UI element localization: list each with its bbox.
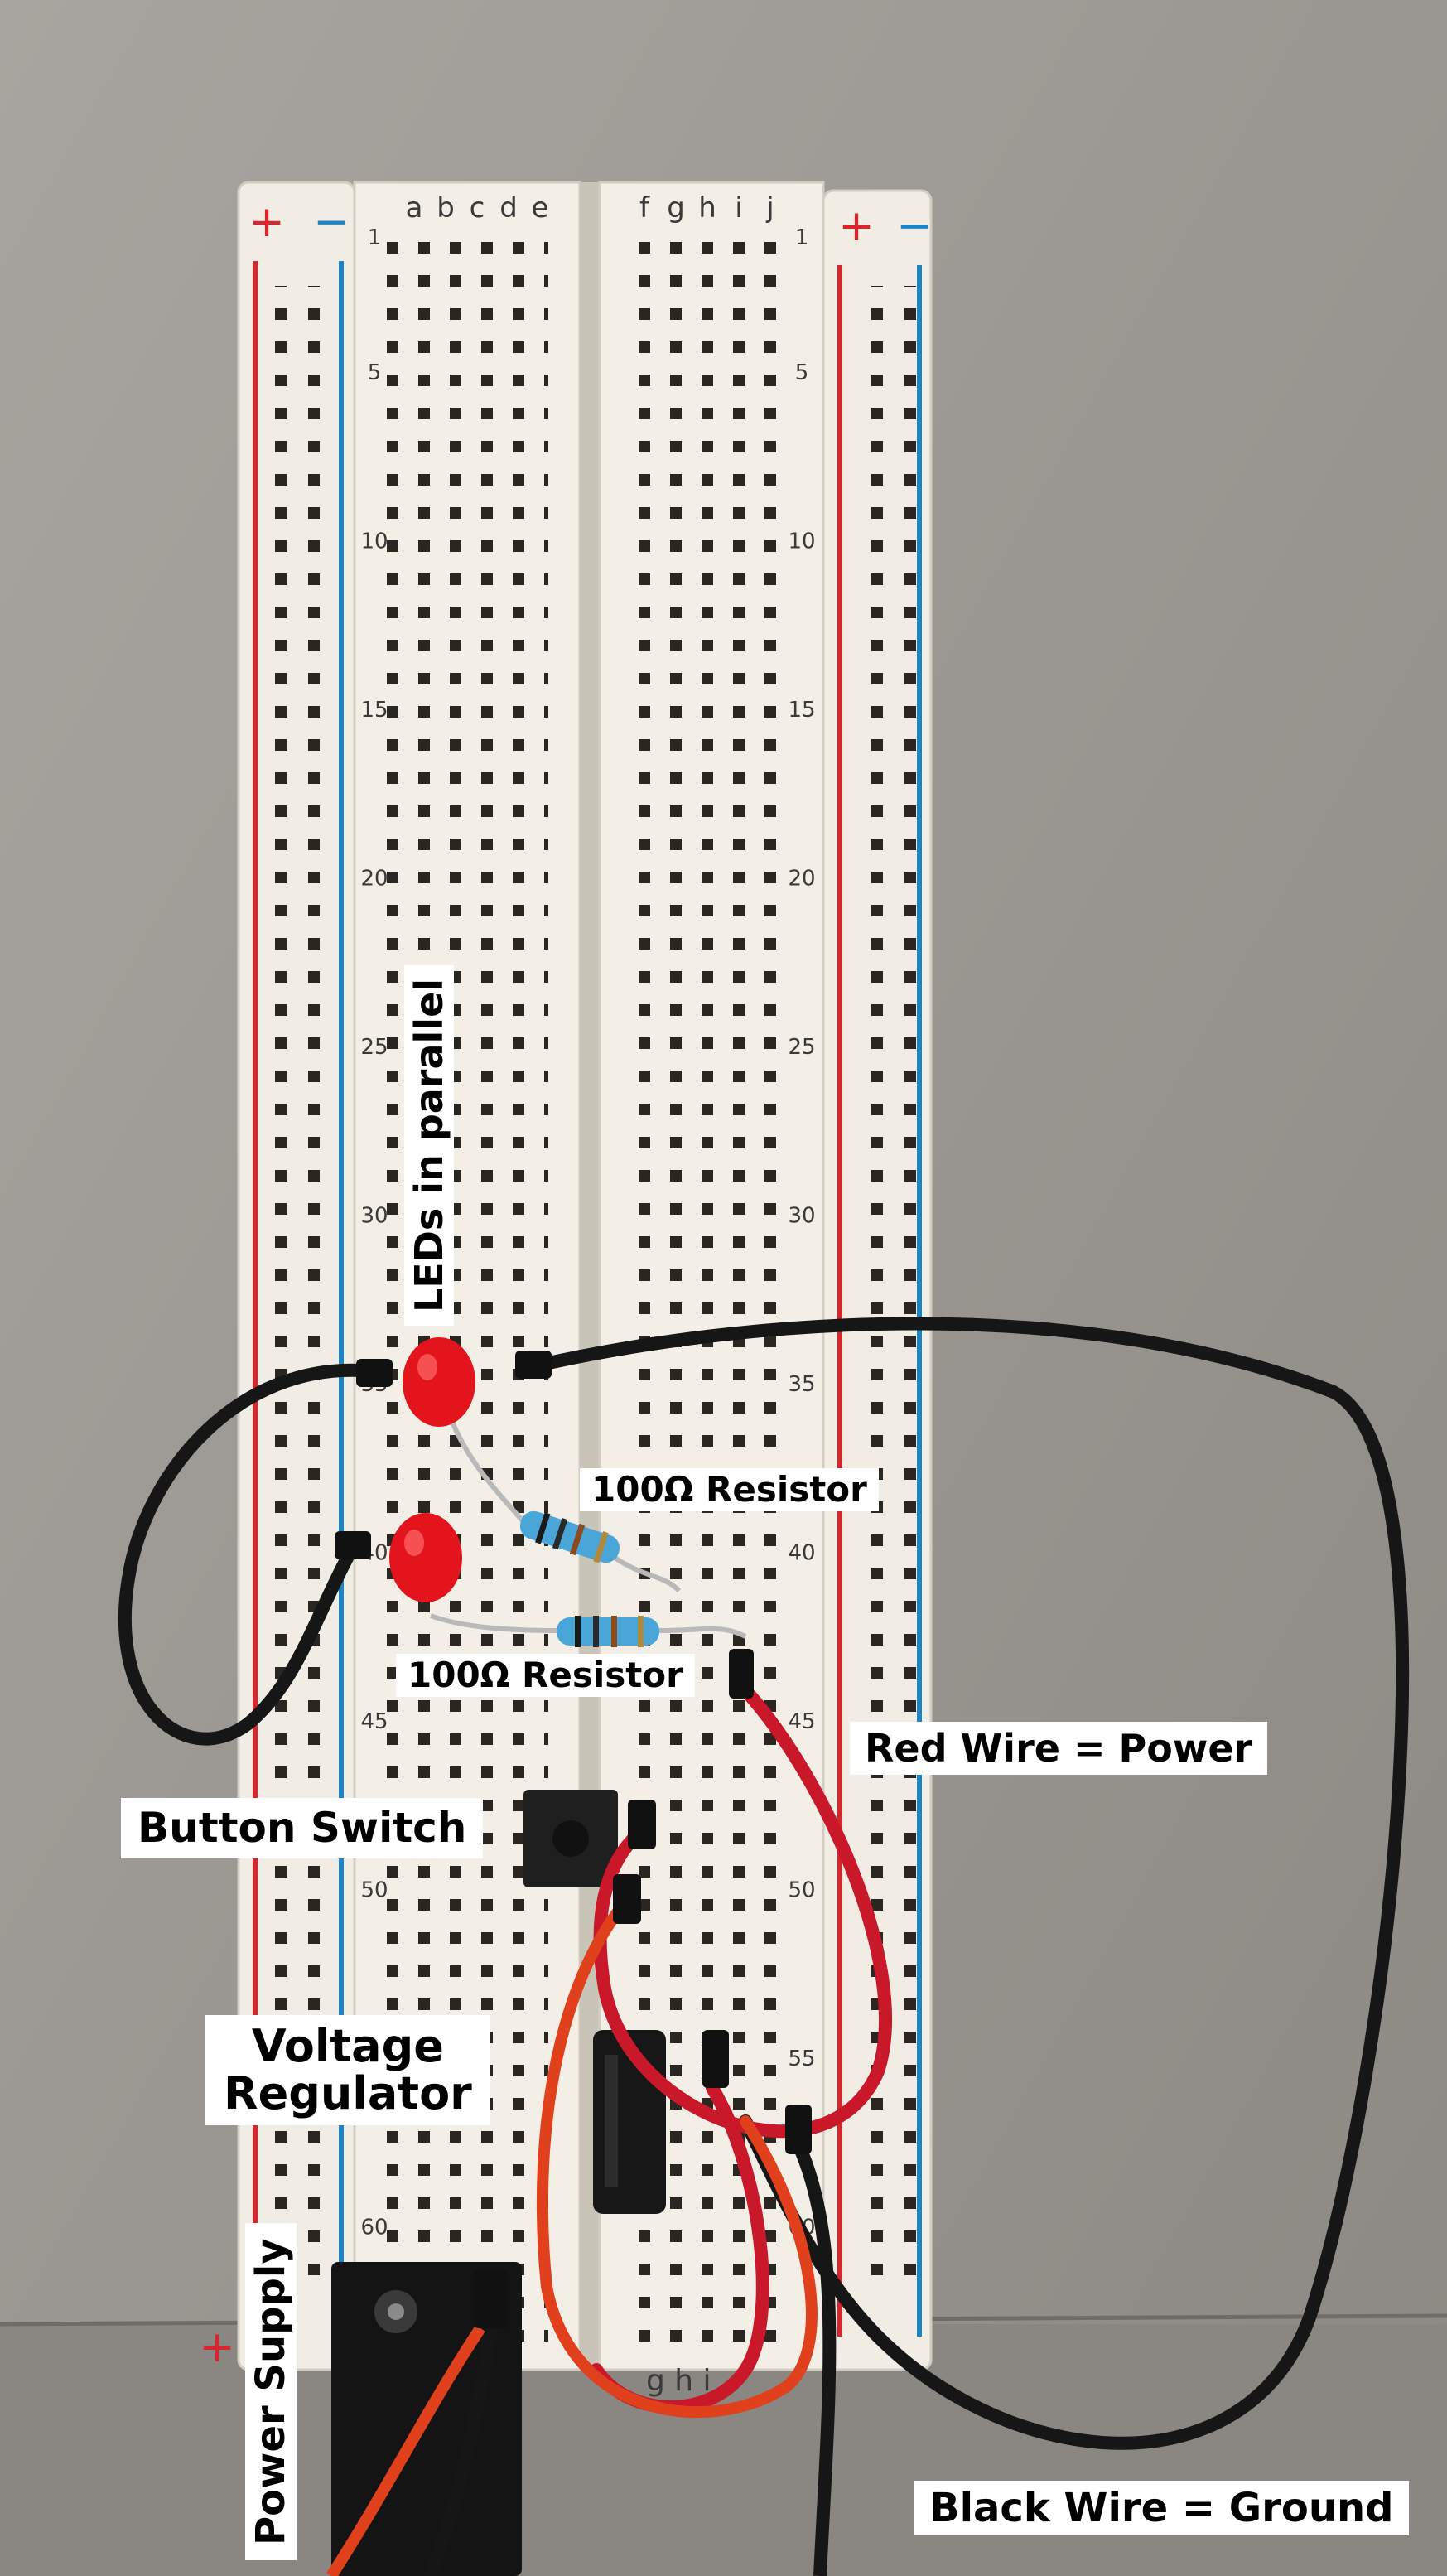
column-letter: d: [499, 191, 518, 225]
label-voltage-regulator-line1: Voltage: [251, 2020, 444, 2072]
left-plus-marker: +: [248, 197, 285, 247]
column-letter: g: [667, 191, 685, 225]
row-number: 50: [788, 1878, 815, 1902]
row-number: 1: [795, 225, 809, 250]
led-bottom: [389, 1513, 462, 1602]
bottom-plus-marker: +: [199, 2322, 235, 2372]
black-wire-supply: [424, 2285, 504, 2576]
resistor-top: [445, 1408, 682, 1593]
column-letter: i: [735, 191, 742, 225]
label-black-wire-ground: Black Wire = Ground: [914, 2481, 1409, 2536]
row-number: 40: [788, 1540, 815, 1565]
label-red-wire-power: Red Wire = Power: [850, 1722, 1268, 1776]
row-number: 30: [788, 1203, 815, 1228]
label-resistor-bottom: 100Ω Resistor: [396, 1654, 695, 1698]
row-number: 20: [360, 866, 388, 891]
row-number: 25: [360, 1035, 388, 1060]
label-leds-in-parallel: LEDs in parallel: [404, 964, 455, 1326]
row-number: 1: [368, 225, 382, 250]
row-number: 60: [360, 2215, 388, 2240]
row-number: 45: [360, 1709, 388, 1734]
right-tie-holes: [629, 222, 795, 2343]
black-wire-regulator: [789, 2134, 837, 2576]
column-letter: j: [765, 191, 774, 225]
row-number: 15: [788, 698, 815, 723]
row-number: 5: [795, 360, 809, 385]
black-wire-left-loop: [118, 1363, 379, 1746]
bottom-letters: g h i: [646, 2364, 711, 2398]
row-number: 50: [360, 1878, 388, 1902]
column-letter: e: [532, 191, 549, 225]
orange-wire: [536, 1892, 818, 2419]
row-number: 15: [360, 698, 388, 723]
row-number: 45: [788, 1709, 815, 1734]
button-switch: [523, 1790, 618, 1887]
column-letter: f: [639, 191, 650, 225]
label-resistor-top: 100Ω Resistor: [580, 1468, 879, 1512]
center-channel: [580, 182, 600, 2370]
label-voltage-regulator: Voltage Regulator: [205, 2015, 490, 2126]
column-letter: c: [470, 191, 485, 225]
label-button-switch: Button Switch: [121, 1798, 484, 1858]
column-letter: h: [698, 191, 716, 225]
black-wire-ground-loop: [523, 1317, 1409, 2450]
row-number: 55: [788, 2047, 815, 2071]
column-letter: a: [406, 191, 423, 225]
right-minus-marker: −: [896, 201, 933, 251]
column-letter: b: [437, 191, 455, 225]
row-number: 5: [368, 360, 382, 385]
row-number: 25: [788, 1035, 815, 1060]
row-number: 30: [360, 1203, 388, 1228]
row-number: 20: [788, 866, 815, 891]
row-number: 35: [788, 1372, 815, 1397]
led-top: [403, 1337, 475, 1427]
right-plus-marker: +: [838, 201, 875, 251]
wire-connectors: [335, 1351, 812, 2328]
row-number: 10: [360, 529, 388, 553]
left-minus-marker: −: [313, 197, 350, 247]
label-power-supply: Power Supply: [245, 2223, 297, 2560]
resistor-bottom: [429, 1613, 747, 1647]
left-rail-holes: [267, 286, 333, 2291]
row-number: 10: [788, 529, 815, 553]
orange-wire-supply: [326, 2325, 485, 2576]
label-voltage-regulator-line2: Regulator: [224, 2066, 472, 2119]
